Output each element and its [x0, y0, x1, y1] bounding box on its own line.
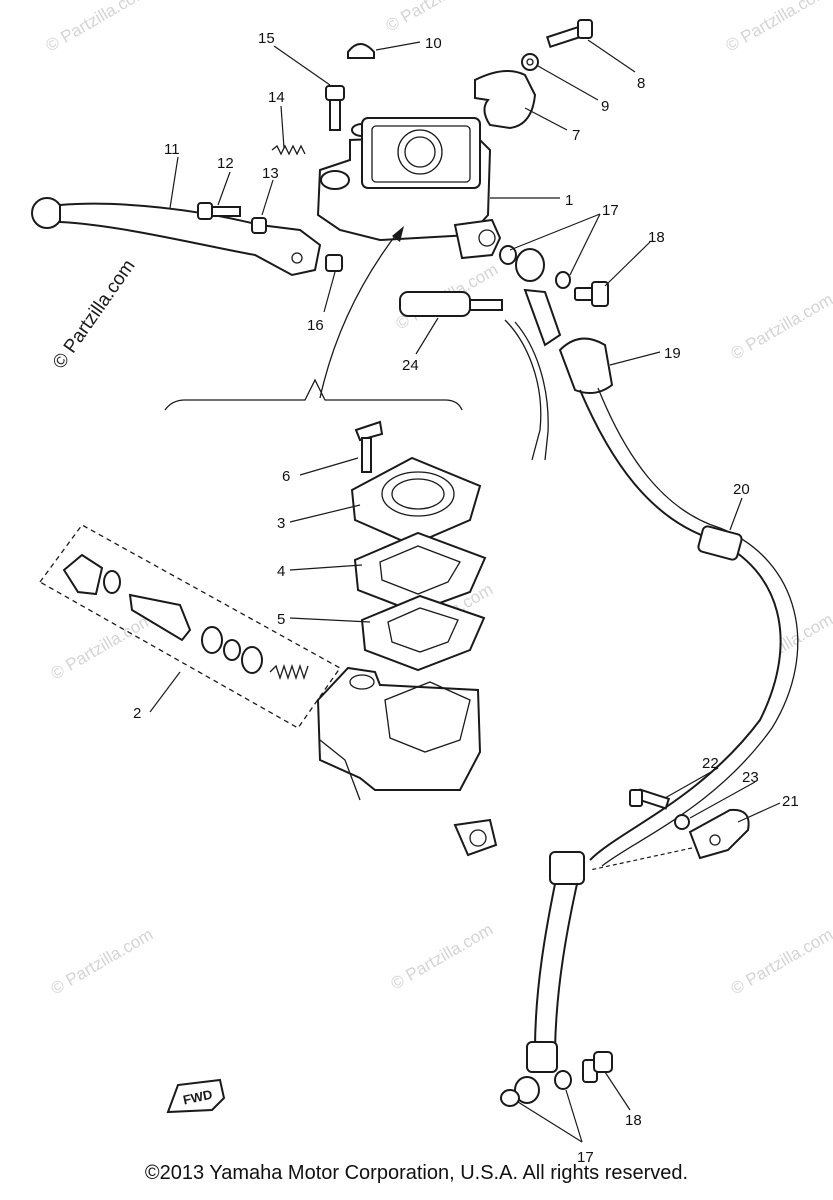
copper-washer [555, 271, 571, 289]
callout-5: 5 [277, 611, 285, 628]
clamp-bolt-head [629, 789, 643, 807]
callout-12: 12 [217, 155, 234, 172]
master-cylinder-body [316, 117, 502, 260]
fwd-tag: FWD [166, 1078, 226, 1114]
callout-1: 1 [565, 192, 573, 209]
callout-10: 10 [425, 35, 442, 52]
watermark: © Partzilla.com [43, 0, 152, 55]
callout-21: 21 [782, 793, 799, 810]
brake-hose-fitting [515, 248, 614, 395]
callout-8: 8 [637, 75, 645, 92]
callout-14: 14 [268, 89, 285, 106]
cover-screw [354, 420, 384, 473]
callout-17: 17 [602, 202, 619, 219]
banjo [514, 1076, 540, 1104]
watermark: © Partzilla.com [728, 925, 833, 999]
callout-18: 18 [648, 229, 665, 246]
union-bolt-lower [582, 1051, 613, 1083]
arrow-head [392, 226, 404, 242]
copyright-notice: ©2013 Yamaha Motor Corporation, U.S.A. A… [144, 1162, 689, 1184]
watermark: © Partzilla.com [388, 920, 497, 994]
holder-bracket [474, 70, 537, 130]
union-bolt [574, 281, 609, 307]
copper-washer [500, 1089, 520, 1107]
watermark: © Partzilla.com [728, 290, 833, 364]
fwd-label: FWD [182, 1087, 214, 1108]
callout-15: 15 [258, 30, 275, 47]
brake-lever [31, 197, 322, 277]
piston-kit-outline [39, 524, 341, 729]
brake-light-switch [399, 291, 549, 461]
lever-nut [251, 217, 267, 234]
callout-17-lower: 17 [577, 1149, 594, 1166]
holder-bolt [545, 19, 593, 48]
callout-9: 9 [601, 98, 609, 115]
callout-16: 16 [307, 317, 324, 334]
reservoir-cover [350, 456, 482, 547]
callout-19: 19 [664, 345, 681, 362]
lever-bolt [197, 202, 241, 220]
callout-11: 11 [164, 141, 180, 158]
exploded-view-bracket [164, 378, 463, 411]
clamp-washer [674, 814, 690, 830]
callout-4: 4 [277, 563, 285, 580]
callout-18-lower: 18 [625, 1112, 642, 1129]
hose-collar [549, 851, 585, 885]
pivot-nut [325, 254, 343, 272]
callout-23: 23 [742, 769, 759, 786]
callout-labels: 1 2 3 4 5 6 7 8 9 10 11 12 13 14 15 16 1… [133, 30, 799, 1166]
watermark: © Partzilla.com [48, 610, 157, 684]
copper-washer [499, 245, 517, 265]
callout-20: 20 [733, 481, 750, 498]
brake-hose-lower [533, 858, 584, 1051]
hose-clamp [688, 808, 750, 860]
diaphragm [360, 594, 486, 672]
hose-fitting [526, 1041, 558, 1073]
hose-collar [697, 525, 743, 561]
master-cylinder-body-exploded [316, 666, 498, 857]
exploded-view-arrow [319, 231, 399, 399]
watermark-main: © Partzilla.com [49, 256, 140, 373]
leader-lines [149, 39, 781, 1143]
callout-6: 6 [282, 468, 290, 485]
watermark: © Partzilla.com [48, 925, 157, 999]
callout-7: 7 [572, 127, 580, 144]
callout-22: 22 [702, 755, 719, 772]
cap [347, 43, 375, 59]
callout-13: 13 [262, 165, 279, 182]
callout-24: 24 [402, 357, 419, 374]
spring [271, 144, 306, 156]
copper-washer [554, 1070, 572, 1090]
callout-3: 3 [277, 515, 285, 532]
holder-washer [521, 53, 539, 71]
watermark: © Partzilla.com [723, 0, 832, 55]
pivot-bolt [325, 85, 345, 131]
callout-2: 2 [133, 705, 141, 722]
watermark: © Partzilla.com [383, 0, 492, 35]
brake-hose [579, 389, 782, 861]
piston-kit [62, 553, 309, 681]
diaphragm-plate [353, 531, 487, 614]
